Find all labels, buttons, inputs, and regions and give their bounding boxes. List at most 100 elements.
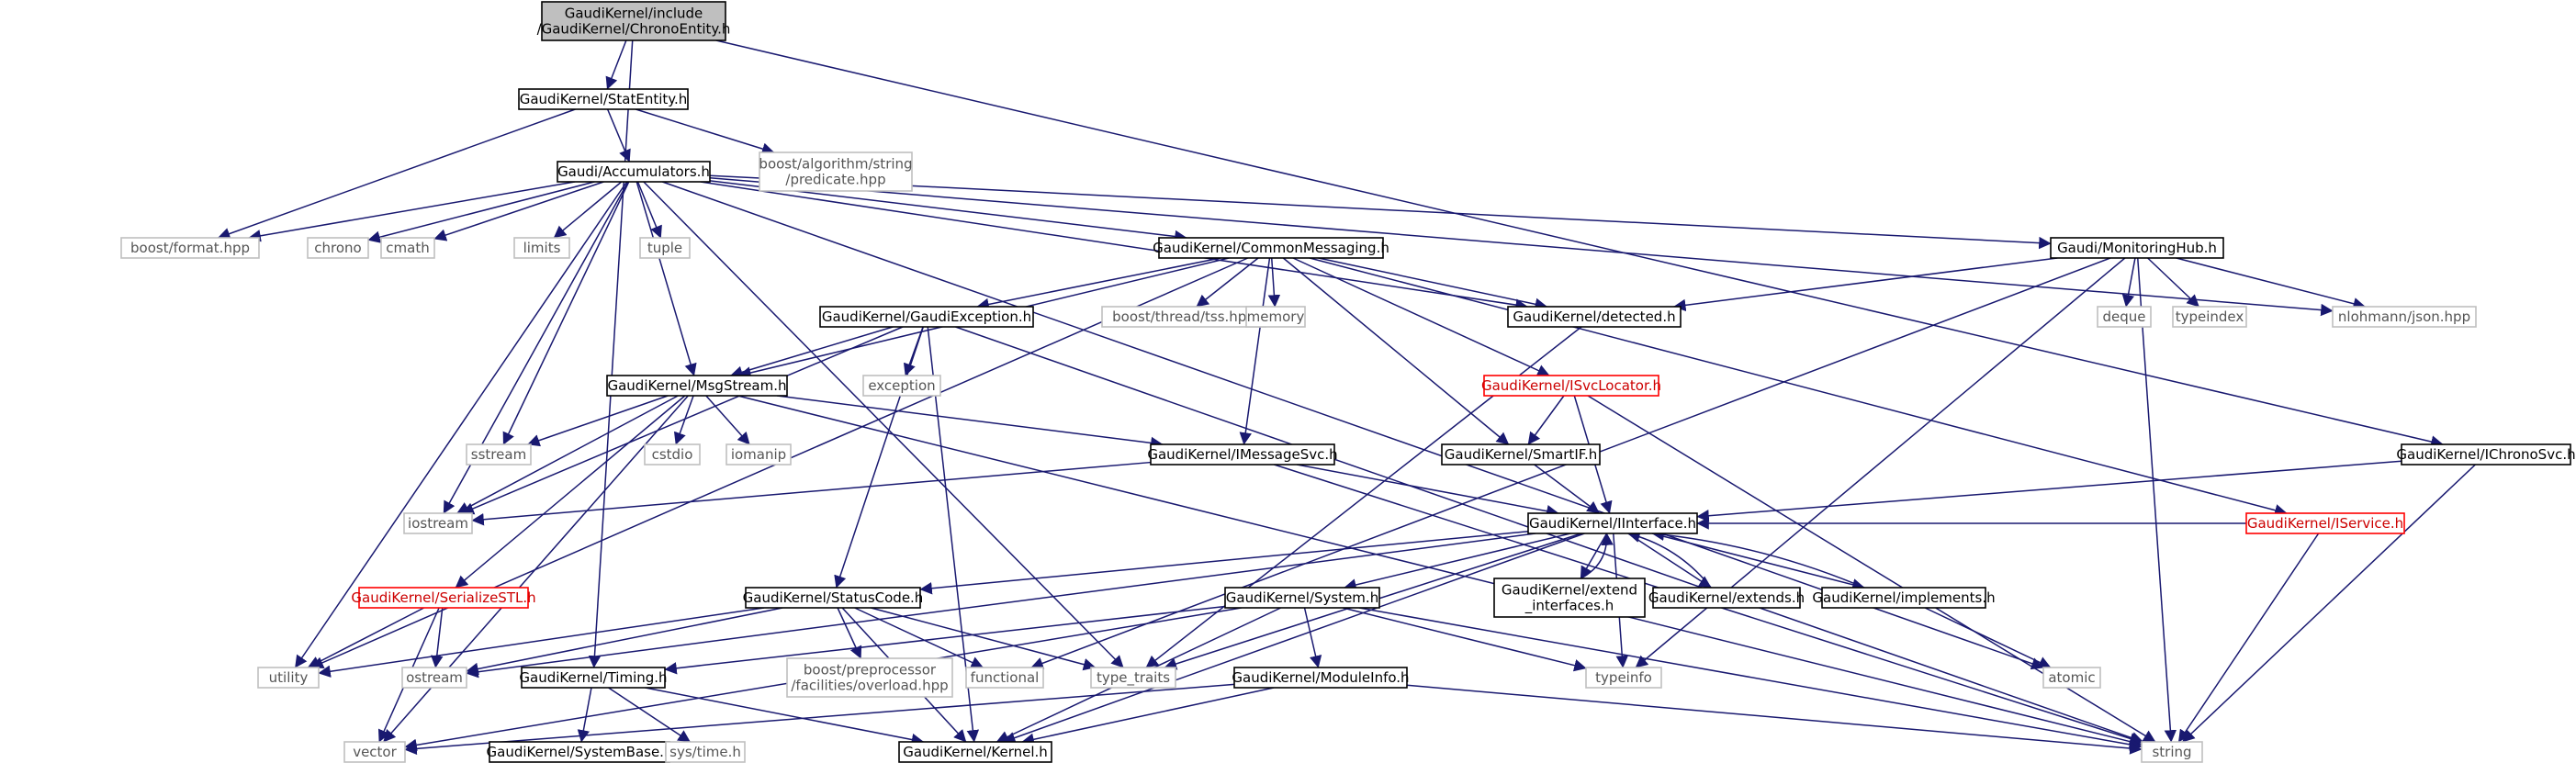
edge-commonmessaging-to-iservice [1309,257,2288,517]
edge-commonmessaging-to-memory [1267,257,1281,308]
node-commonmessaging-label-0: GaudiKernel/CommonMessaging.h [1153,240,1389,256]
edge-commonmessaging-to-gaudiexception [976,257,1221,311]
node-extend_interfaces-box [1493,578,1646,618]
node-cmath-label-0: cmath [386,240,429,256]
node-utility: utility [257,667,320,689]
node-smartif[interactable]: GaudiKernel/SmartIF.h [1441,443,1601,466]
node-imessagesvc-label-0: GaudiKernel/IMessageSvc.h [1147,446,1337,463]
node-systembase[interactable]: GaudiKernel/SystemBase.h [487,741,673,763]
node-gaudiexception[interactable]: GaudiKernel/GaudiException.h [819,306,1034,328]
node-detected[interactable]: GaudiKernel/detected.h [1507,306,1682,328]
node-msgstream-label-0: GaudiKernel/MsgStream.h [607,377,786,394]
node-boost_predicate-label-1: /predicate.hpp [785,172,885,188]
edge-root-to-timing [588,39,634,668]
edge-accumulators-to-type_traits [643,181,1124,668]
node-kernel-box [898,741,1052,763]
node-kernel[interactable]: GaudiKernel/Kernel.h [898,741,1052,763]
edge-extend_interfaces-to-iinterface [1580,533,1614,579]
edge-msgstream-to-cstdio [673,395,694,445]
edge-msgstream-to-vector [383,395,689,743]
node-extends[interactable]: GaudiKernel/extends.h [1648,587,1805,609]
node-vector-label-0: vector [353,744,397,760]
edge-commonmessaging-to-smartif [1282,257,1510,445]
node-iomanip-label-0: iomanip [731,446,786,463]
edge-accumulators-to-tuple [636,181,662,239]
node-detected-box [1507,306,1682,328]
edge-gaudiexception-to-msgstream [730,326,894,378]
edge-monitoringhub-to-json [2176,257,2366,310]
node-extends-label-0: GaudiKernel/extends.h [1648,589,1805,606]
node-ichronosvc-box [2401,443,2571,466]
node-msgstream[interactable]: GaudiKernel/MsgStream.h [606,375,788,397]
node-statentity[interactable]: GaudiKernel/StatEntity.h [518,88,689,110]
node-boost_tss: boost/thread/tss.hpp [1101,306,1266,328]
node-memory-box [1245,306,1306,328]
dependency-edges [217,39,2476,756]
node-extend_interfaces[interactable]: GaudiKernel/extend_interfaces.h [1493,578,1646,618]
edge-accumulators-to-boost_format [248,181,576,242]
node-root-box [541,1,726,41]
edge-isvclocator-to-string [1587,395,2156,743]
node-serializestl[interactable]: GaudiKernel/SerializeSTL.h [351,587,536,609]
edge-timing-to-kernel [645,687,925,746]
node-isvclocator[interactable]: GaudiKernel/ISvcLocator.h [1481,375,1661,397]
node-iservice[interactable]: GaudiKernel/IService.h [2245,512,2405,534]
node-statentity-box [518,88,689,110]
node-accumulators[interactable]: Gaudi/Accumulators.h [557,161,711,183]
node-extends-box [1652,587,1801,609]
edge-serializestl-to-utility [307,607,424,668]
node-monitoringhub[interactable]: Gaudi/MonitoringHub.h [2050,237,2224,259]
node-ichronosvc-label-0: GaudiKernel/IChronoSvc.h [2396,446,2575,463]
node-statuscode[interactable]: GaudiKernel/StatusCode.h [743,587,924,609]
node-isvclocator-label-0: GaudiKernel/ISvcLocator.h [1481,377,1661,394]
node-limits-label-0: limits [523,240,561,256]
node-limits-box [513,237,570,259]
node-string-label-0: string [2152,744,2191,760]
edge-statuscode-to-ostream [466,607,783,676]
node-boost_tss-label-0: boost/thread/tss.hpp [1112,308,1255,325]
node-deque-label-0: deque [2102,308,2145,325]
node-kernel-label-0: GaudiKernel/Kernel.h [903,744,1048,760]
node-deque: deque [2097,306,2152,328]
node-timing-box [521,667,666,689]
node-system[interactable]: GaudiKernel/System.h [1224,587,1380,609]
edge-implements-to-iinterface [1651,528,1865,589]
node-implements[interactable]: GaudiKernel/implements.h [1812,587,1996,609]
node-moduleinfo-label-0: GaudiKernel/ModuleInfo.h [1232,669,1409,686]
node-typeindex-box [2172,306,2247,328]
edge-system-to-typeinfo [1343,607,1587,672]
node-iinterface-label-0: GaudiKernel/IInterface.h [1529,515,1696,532]
node-msgstream-box [606,375,788,397]
node-timing[interactable]: GaudiKernel/Timing.h [519,667,668,689]
node-ichronosvc[interactable]: GaudiKernel/IChronoSvc.h [2396,443,2576,466]
edge-iinterface-to-statuscode [919,531,1529,595]
node-cstdio: cstdio [644,443,701,466]
node-imessagesvc[interactable]: GaudiKernel/IMessageSvc.h [1147,443,1338,466]
edge-ichronosvc-to-string [2182,464,2476,743]
node-timing-label-0: GaudiKernel/Timing.h [519,669,667,686]
node-boost_overload: boost/preprocessor/facilities/overload.h… [786,657,953,698]
edge-statentity-to-boost_predicate [636,108,775,155]
node-commonmessaging-box [1158,237,1384,259]
node-smartif-box [1441,443,1601,466]
node-statuscode-box [745,587,921,609]
node-limits: limits [513,237,570,259]
node-sstream-label-0: sstream [471,446,526,463]
node-cmath-box [380,237,435,259]
node-typeinfo-label-0: typeinfo [1595,669,1652,686]
node-utility-label-0: utility [269,669,309,686]
node-iinterface-box [1527,512,1698,534]
node-iinterface[interactable]: GaudiKernel/IInterface.h [1527,512,1698,534]
edge-statuscode-to-functional [854,607,984,668]
edge-gaudiexception-to-iostream [461,326,904,515]
node-root[interactable]: GaudiKernel/include/GaudiKernel/ChronoEn… [537,1,731,41]
node-string: string [2141,741,2203,763]
edge-statuscode-to-utility [318,607,765,678]
node-commonmessaging[interactable]: GaudiKernel/CommonMessaging.h [1153,237,1389,259]
node-functional-label-0: functional [971,669,1040,686]
edge-root-to-ichronosvc [715,39,2444,448]
node-boost_format-box [120,237,260,259]
node-cmath: cmath [380,237,435,259]
node-moduleinfo[interactable]: GaudiKernel/ModuleInfo.h [1232,667,1410,689]
